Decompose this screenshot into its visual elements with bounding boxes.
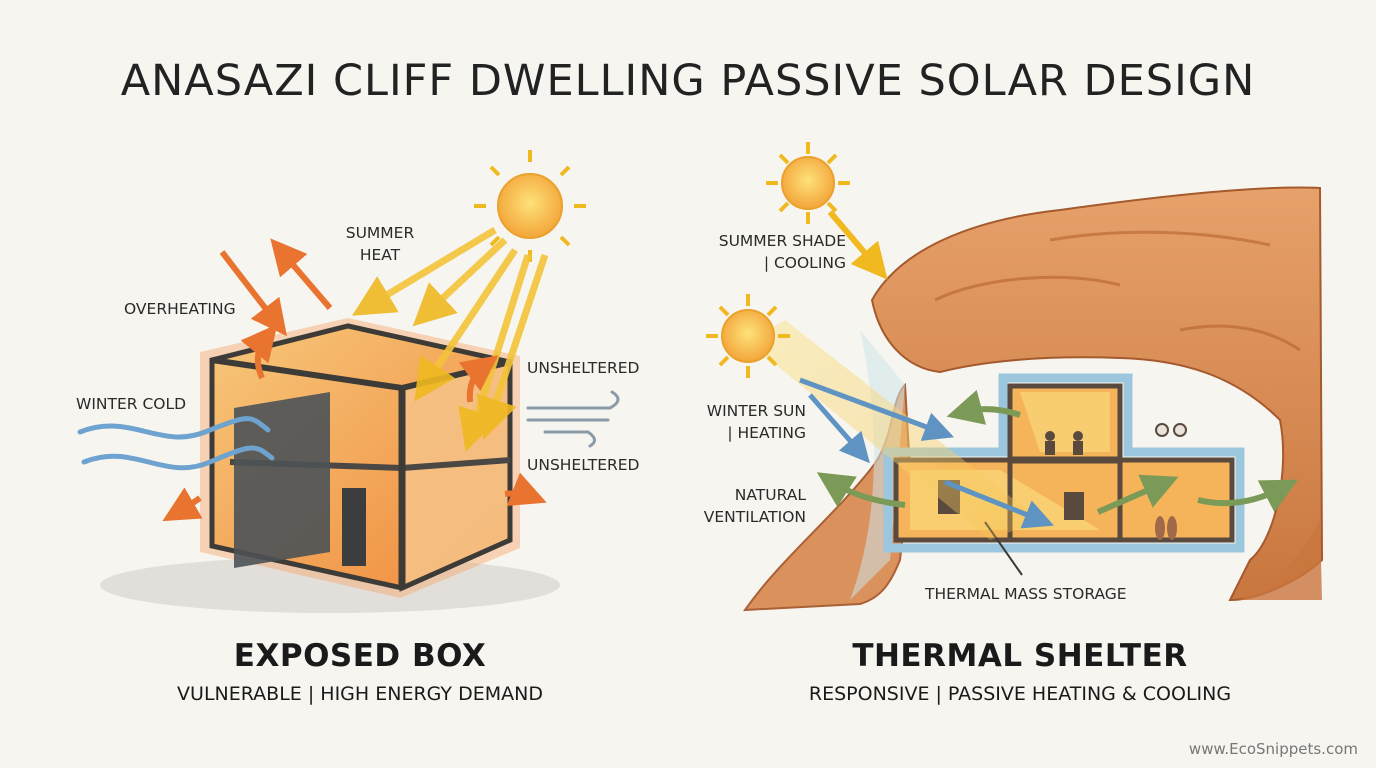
- label-winter-sun: WINTER SUN | HEATING: [706, 402, 806, 442]
- doorway: [342, 488, 366, 566]
- label-unsheltered-bottom: UNSHELTERED: [527, 456, 640, 474]
- label-summer-heat: SUMMER HEAT: [345, 224, 415, 264]
- winter-cold-wind: [77, 416, 275, 471]
- label-thermal-mass: THERMAL MASS STORAGE: [925, 585, 1127, 603]
- footer-url[interactable]: www.EcoSnippets.com: [1188, 740, 1358, 758]
- page-title: ANASAZI CLIFF DWELLING PASSIVE SOLAR DES…: [120, 56, 1256, 106]
- label-overheating: OVERHEATING: [124, 300, 236, 318]
- overheating-arrows: [162, 238, 547, 522]
- label-winter-cold: WINTER COLD: [76, 395, 187, 413]
- sun-icon-winter: [706, 294, 790, 378]
- label-summer-shade: SUMMER SHADE | COOLING: [718, 232, 846, 272]
- right-panel-heading: THERMAL SHELTER: [852, 638, 1188, 674]
- winter-heating-arrows: [799, 377, 1054, 529]
- sun-icon-summer: [766, 142, 850, 224]
- summer-shade-arrow: [827, 210, 888, 280]
- left-panel-heading: EXPOSED BOX: [233, 638, 487, 674]
- label-natural-ventilation: NATURAL VENTILATION: [703, 486, 806, 526]
- dark-wall: [234, 392, 330, 568]
- right-panel-subheading: RESPONSIVE | PASSIVE HEATING & COOLING: [808, 683, 1232, 705]
- label-unsheltered-top: UNSHELTERED: [527, 359, 640, 377]
- ventilation-arrows: [816, 389, 1298, 515]
- unsheltered-wind: [526, 390, 620, 448]
- left-panel-subheading: VULNERABLE | HIGH ENERGY DEMAND: [177, 683, 543, 705]
- sun-icon-left: [474, 150, 586, 262]
- winter-sun-beam: [748, 320, 1040, 540]
- summer-heat-rays: [351, 226, 549, 453]
